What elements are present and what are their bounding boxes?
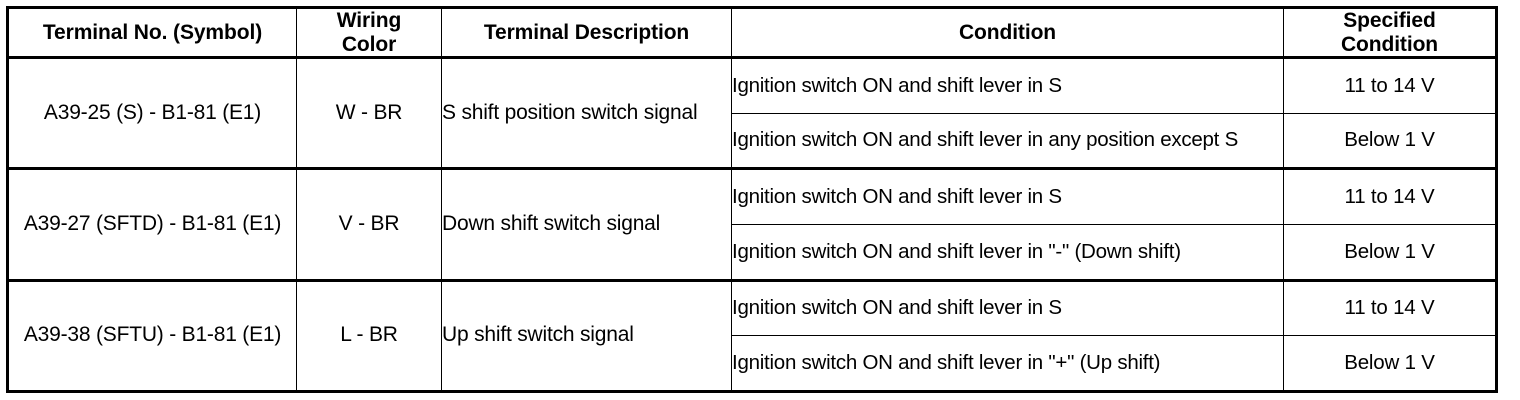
terminal-description-cell: Down shift switch signal <box>441 167 732 281</box>
column-header-specified-condition: Specified Condition <box>1283 6 1497 59</box>
terminal-description-cell: S shift position switch signal <box>441 56 732 170</box>
column-header-terminal-no: Terminal No. (Symbol) <box>7 6 297 59</box>
terminal-inspection-table: Terminal No. (Symbol) Wiring Color Termi… <box>6 6 1498 393</box>
wiring-color-line2: Color <box>341 32 397 56</box>
specified-condition-line2: Condition <box>1340 32 1439 56</box>
table-row: Ignition switch ON and shift lever in an… <box>8 112 1497 170</box>
condition-cell: Ignition switch ON and shift lever in S <box>731 56 1284 114</box>
table-body: A39-25 (S) - B1-81 (E1) W - BR S shift p… <box>7 56 1497 393</box>
condition-cell: Ignition switch ON and shift lever in an… <box>731 112 1284 170</box>
specified-condition-cell: 11 to 14 V <box>1283 56 1497 114</box>
condition-cell: Ignition switch ON and shift lever in "-… <box>731 224 1284 281</box>
table-row: A39-38 (SFTU) - B1-81 (E1) L - BR Up shi… <box>7 278 1497 393</box>
condition-cell: Ignition switch ON and shift lever in "+… <box>731 335 1284 392</box>
table-header: Terminal No. (Symbol) Wiring Color Termi… <box>7 6 1497 59</box>
table-row: Ignition switch ON and shift lever in "-… <box>8 224 1497 281</box>
specified-condition-cell: Below 1 V <box>1283 112 1497 170</box>
column-header-wiring-color: Wiring Color <box>296 6 442 59</box>
terminal-description-cell: Up shift switch signal <box>441 278 732 393</box>
condition-cell: Ignition switch ON and shift lever in S <box>731 167 1284 225</box>
table-row: A39-27 (SFTD) - B1-81 (E1) V - BR Down s… <box>7 167 1497 281</box>
table-row: Ignition switch ON and shift lever in "+… <box>8 335 1497 392</box>
header-row: Terminal No. (Symbol) Wiring Color Termi… <box>7 6 1497 59</box>
terminal-no-cell: A39-27 (SFTD) - B1-81 (E1) <box>7 167 297 281</box>
terminal-no-cell: A39-25 (S) - B1-81 (E1) <box>7 56 297 170</box>
specified-condition-cell: 11 to 14 V <box>1283 278 1497 337</box>
specified-condition-cell: 11 to 14 V <box>1283 167 1497 225</box>
specified-condition-cell: Below 1 V <box>1283 335 1497 392</box>
table-row: A39-25 (S) - B1-81 (E1) W - BR S shift p… <box>7 56 1497 170</box>
wiring-color-cell: V - BR <box>296 167 442 281</box>
condition-cell: Ignition switch ON and shift lever in S <box>731 278 1284 337</box>
wiring-color-cell: L - BR <box>296 278 442 393</box>
wiring-color-line1: Wiring <box>336 9 402 32</box>
column-header-terminal-description: Terminal Description <box>441 6 732 59</box>
wiring-color-cell: W - BR <box>296 56 442 170</box>
terminal-no-cell: A39-38 (SFTU) - B1-81 (E1) <box>7 278 297 393</box>
specified-condition-cell: Below 1 V <box>1283 224 1497 281</box>
column-header-condition: Condition <box>731 6 1284 59</box>
specified-condition-line1: Specified <box>1343 9 1436 32</box>
